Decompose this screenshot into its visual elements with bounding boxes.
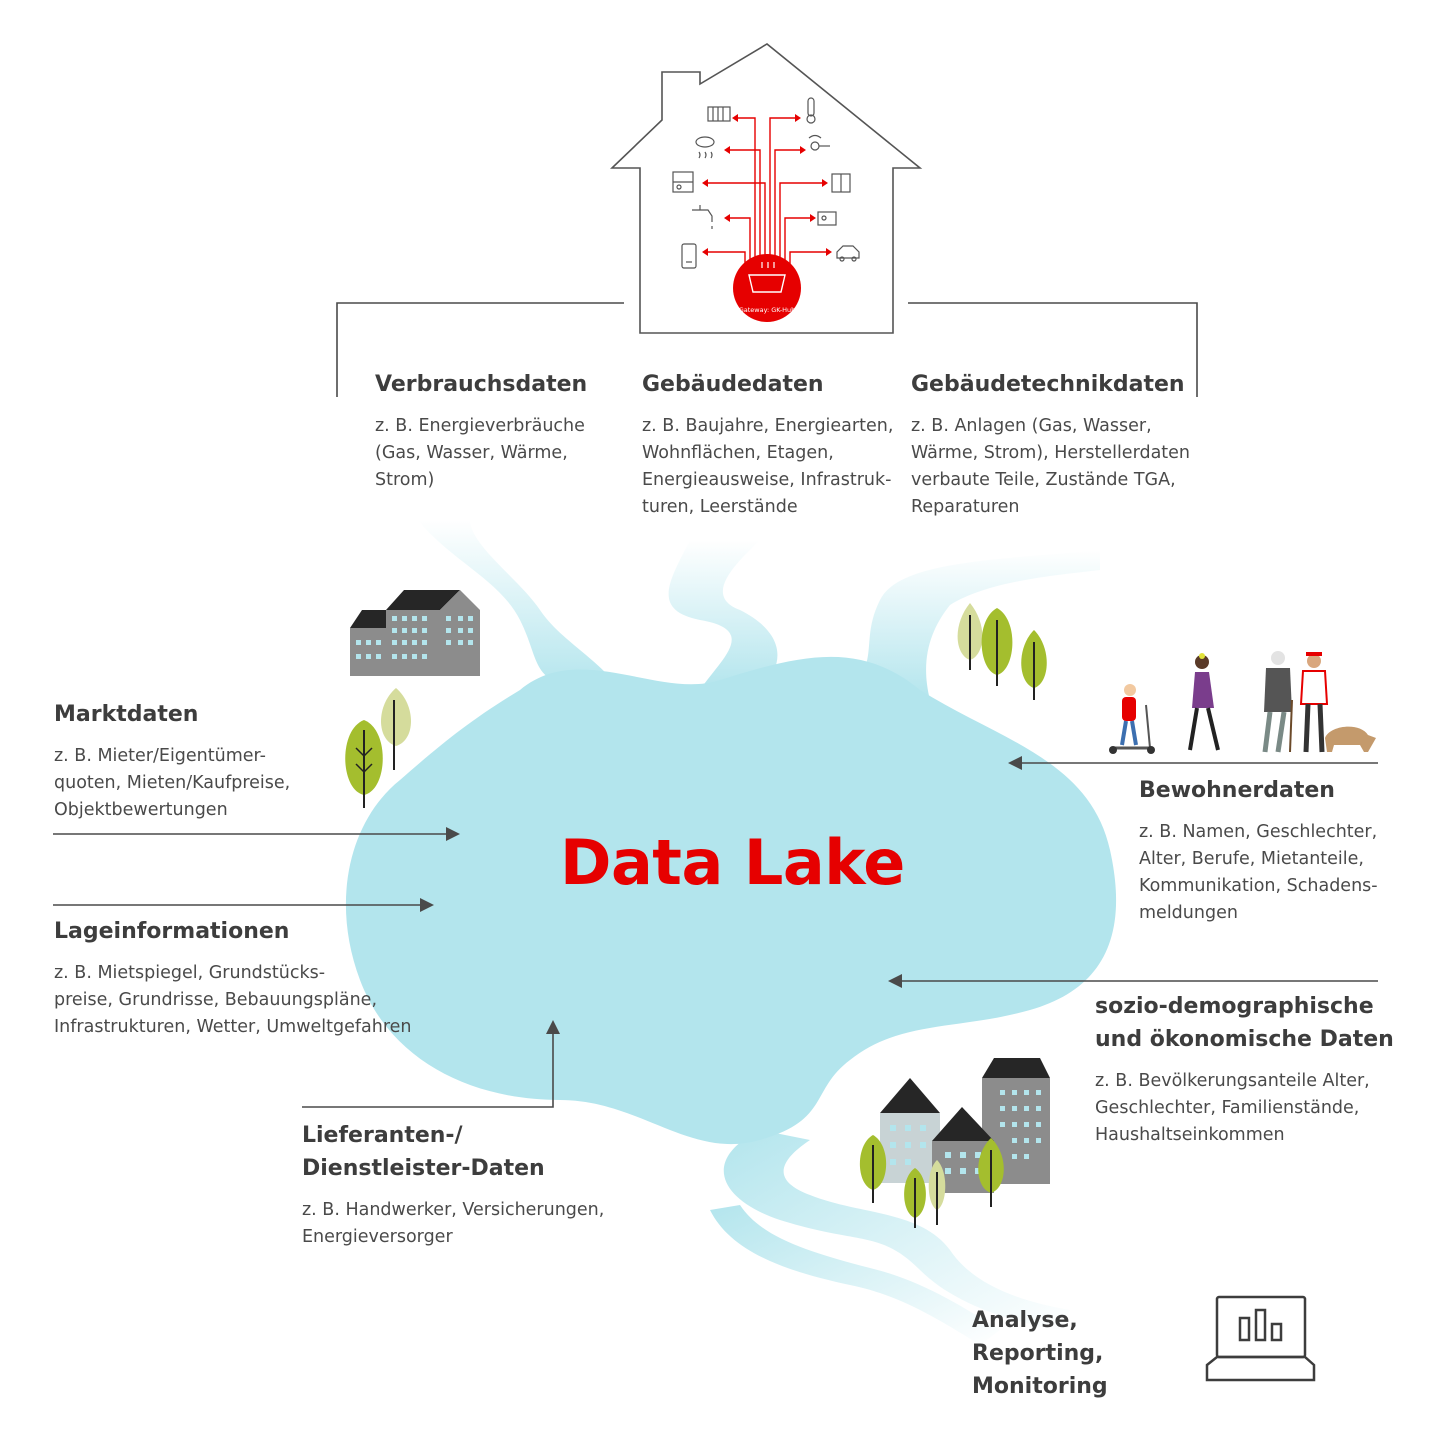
arrow-bewohner-in xyxy=(1008,756,1378,770)
gateway-label: Gateway: GK-Hub xyxy=(739,306,796,314)
child-on-scooter xyxy=(1109,684,1155,754)
category-lageinformationen: Lageinformationen z. B. Mietspiegel, Gru… xyxy=(54,915,434,1041)
arrow-lieferanten-in xyxy=(302,1020,560,1108)
category-description: z. B. Handwerker, Versicherungen, Energi… xyxy=(302,1200,605,1247)
category-title: Gebäudedaten xyxy=(642,372,824,397)
category-description: z. B. Anlagen (Gas, Wasser, Wärme, Strom… xyxy=(911,416,1191,517)
category-description: z. B. Bevölkerungsanteile Alter, Geschle… xyxy=(1095,1071,1370,1145)
category-bewohnerdaten: Bewohnerdaten z. B. Namen, Geschlechter,… xyxy=(1139,774,1399,927)
category-title: Bewohnerdaten xyxy=(1139,778,1335,803)
lake-stream-left xyxy=(418,520,620,690)
trees-right-illustration xyxy=(957,603,1047,700)
gateway-wiring xyxy=(708,117,826,275)
output-title-line1: Analyse, Reporting, xyxy=(972,1308,1104,1366)
category-description: z. B. Mieter/Eigentümer- quoten, Mieten/… xyxy=(54,746,291,820)
category-gebaeudetechnikdaten: Gebäudetechnikdaten z. B. Anlagen (Gas, … xyxy=(911,368,1201,521)
category-verbrauchsdaten: Verbrauchsdaten z. B. Energieverbräuche … xyxy=(375,368,625,494)
residents-illustration xyxy=(1109,651,1376,754)
laptop-bar-chart-icon xyxy=(1205,1295,1316,1382)
category-title: Marktdaten xyxy=(54,702,199,727)
arrow-markt-in xyxy=(53,827,460,841)
lake-outflow-stream xyxy=(723,1130,1070,1330)
smart-home-house xyxy=(610,43,923,334)
category-description: z. B. Baujahre, Energiearten, Wohnfläche… xyxy=(642,416,894,517)
output-title-line2: Monitoring xyxy=(972,1374,1108,1399)
category-title-line2: Dienstleister-Daten xyxy=(302,1156,545,1181)
lake-stream-middle xyxy=(668,540,778,690)
woman-with-headphones xyxy=(1188,653,1220,751)
radiator-icon xyxy=(707,106,731,122)
category-title-line2: und ökonomische Daten xyxy=(1095,1027,1394,1052)
category-sozio-demographische-daten: sozio-demographische und ökonomische Dat… xyxy=(1095,990,1395,1149)
lake-stream-right xyxy=(850,550,1100,700)
arrow-lage-in xyxy=(53,898,434,912)
category-title-line1: Lieferanten-/ xyxy=(302,1123,463,1148)
category-description: z. B. Mietspiegel, Grundstücks- preise, … xyxy=(54,963,412,1037)
elderly-man xyxy=(1262,651,1293,753)
category-title: Lageinformationen xyxy=(54,919,290,944)
category-description: z. B. Namen, Geschlechter, Alter, Berufe… xyxy=(1139,822,1378,923)
thermometer-icon xyxy=(806,97,816,124)
house-outline xyxy=(610,43,923,334)
house-bracket-lines xyxy=(336,302,1198,397)
meter-display-icon xyxy=(672,171,694,193)
heat-meter-icon xyxy=(681,243,697,269)
arrow-sozio-in xyxy=(888,974,1378,988)
lake-body xyxy=(345,656,1117,1145)
wiring-arrowheads xyxy=(702,114,832,256)
category-title-line1: sozio-demographische xyxy=(1095,994,1374,1019)
lake-outflow-lower xyxy=(710,1205,1000,1345)
ev-charger-icon xyxy=(817,211,837,226)
data-lake-title: Data Lake xyxy=(560,826,905,899)
data-lake-shape xyxy=(345,520,1117,1345)
category-description: z. B. Energieverbräuche (Gas, Wasser, Wä… xyxy=(375,416,585,490)
category-title: Verbrauchsdaten xyxy=(375,372,588,397)
flow-arrows xyxy=(53,756,1378,1108)
town-buildings-illustration xyxy=(859,1058,1050,1228)
output-analyse-reporting: Analyse, Reporting, Monitoring xyxy=(972,1304,1212,1403)
door-sensor-icon xyxy=(831,173,851,193)
category-gebaeudedaten: Gebäudedaten z. B. Baujahre, Energiearte… xyxy=(642,368,902,521)
car-icon xyxy=(836,245,860,262)
man-with-dog xyxy=(1299,652,1376,753)
trees-left-illustration xyxy=(345,688,411,808)
category-title: Gebäudetechnikdaten xyxy=(911,372,1185,397)
office-building-illustration xyxy=(350,590,480,676)
category-lieferanten-dienstleister: Lieferanten-/ Dienstleister-Daten z. B. … xyxy=(302,1119,622,1251)
smoke-detector-icon xyxy=(695,136,715,159)
smart-lock-icon xyxy=(808,134,830,151)
water-tap-icon xyxy=(692,205,713,229)
category-marktdaten: Marktdaten z. B. Mieter/Eigentümer- quot… xyxy=(54,698,334,824)
gateway-hub xyxy=(733,254,801,322)
